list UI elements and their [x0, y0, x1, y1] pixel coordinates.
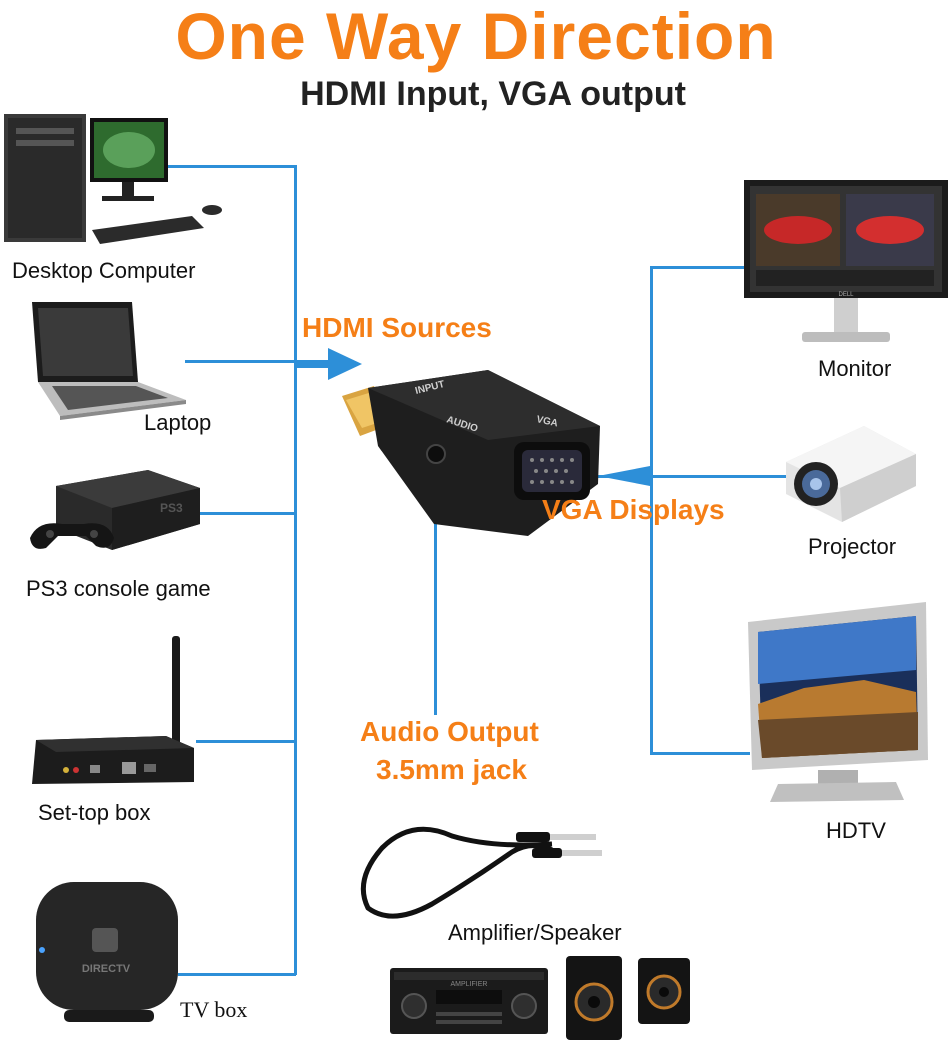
- speaker-right-icon: [638, 958, 690, 1024]
- svg-text:DIRECTV: DIRECTV: [82, 963, 131, 975]
- amplifier-brand-text: AMPLIFIER: [451, 981, 488, 988]
- wire-desktop: [168, 165, 296, 168]
- output-arrowhead: [598, 466, 650, 486]
- audio-cable-icon: [360, 826, 602, 919]
- tv-box-icon: DIRECTV: [36, 882, 178, 1022]
- source-label-tvbox: TV box: [180, 997, 248, 1022]
- hdmi-sources-label: HDMI Sources: [302, 312, 492, 343]
- set-top-box-icon: [32, 636, 194, 784]
- input-arrowhead: [328, 348, 362, 380]
- source-label-settop: Set-top box: [38, 800, 151, 825]
- source-label-laptop: Laptop: [144, 410, 212, 435]
- audio-device-label: Amplifier/Speaker: [448, 920, 622, 945]
- left-bus-wire: [294, 165, 297, 975]
- audio-jack-label: 3.5mm jack: [376, 754, 527, 785]
- display-label-monitor: Monitor: [818, 356, 892, 381]
- hdtv-icon: [748, 602, 928, 802]
- audio-output-label: Audio Output: [360, 716, 539, 747]
- adapter-text-vga: VGA: [535, 414, 558, 429]
- wire-settop: [196, 740, 296, 743]
- dell-logo: DELL: [838, 292, 854, 298]
- source-label-desktop: Desktop Computer: [12, 258, 196, 283]
- game-console-icon: PS3: [30, 470, 200, 550]
- page-subtitle: HDMI Input, VGA output: [300, 75, 686, 113]
- hdmi-vga-adapter-icon: INPUT AUDIO VGA: [342, 370, 600, 536]
- ps3-logo: PS3: [160, 501, 183, 515]
- monitor-icon: DELL: [744, 180, 948, 342]
- source-label-console: PS3 console game: [26, 576, 211, 601]
- speaker-left-icon: [566, 956, 622, 1040]
- wire-projector: [650, 475, 790, 478]
- laptop-icon: [32, 302, 186, 420]
- vga-displays-label: VGA Displays: [542, 494, 725, 525]
- wire-console: [200, 512, 296, 515]
- input-arrow-shaft: [296, 360, 330, 368]
- display-label-hdtv: HDTV: [826, 818, 886, 843]
- projector-icon: [786, 426, 916, 522]
- directv-logo: DIRECTV: [82, 928, 131, 975]
- amplifier-icon: AMPLIFIER: [390, 968, 548, 1034]
- display-label-projector: Projector: [808, 534, 897, 559]
- page-title: One Way Direction: [175, 0, 777, 73]
- audio-wire: [434, 440, 437, 715]
- wire-laptop: [185, 360, 296, 363]
- right-bus-wire: [650, 266, 653, 754]
- wire-hdtv: [650, 752, 750, 755]
- wire-tvbox: [178, 973, 296, 976]
- desktop-computer-icon: [4, 114, 222, 244]
- wire-monitor: [650, 266, 750, 269]
